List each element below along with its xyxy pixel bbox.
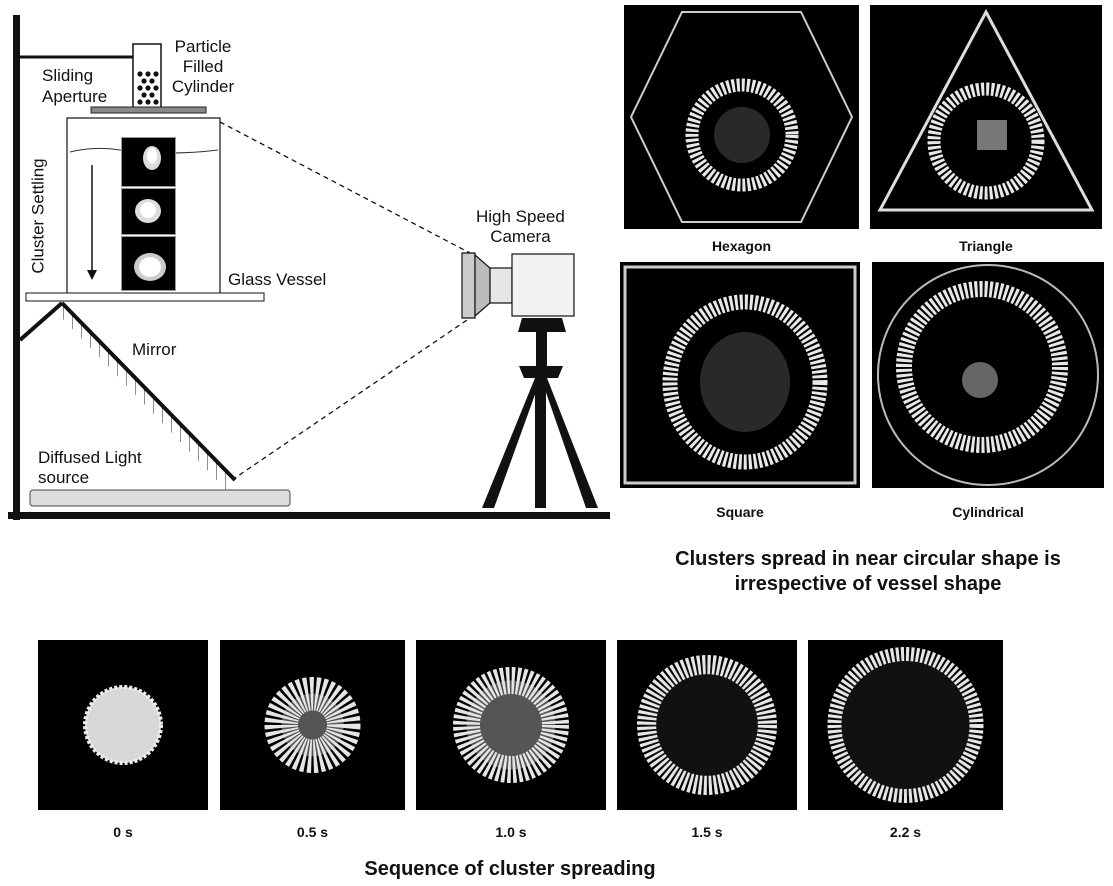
water-surface xyxy=(69,147,219,154)
mirror-label: Mirror xyxy=(132,340,177,359)
cluster-ring xyxy=(264,677,361,773)
mirror xyxy=(60,301,237,482)
high-speed-camera xyxy=(461,252,575,319)
sequence-frame xyxy=(416,640,606,810)
sequence-time-label: 0 s xyxy=(113,824,133,840)
triangle-panel xyxy=(870,5,1102,229)
sequence-frame xyxy=(808,640,1003,810)
glass-vessel-label: Glass Vessel xyxy=(228,270,327,289)
panel-caption: Triangle xyxy=(959,238,1013,254)
particle-cylinder xyxy=(132,43,162,109)
sliding-aperture xyxy=(90,106,207,114)
view-line-top xyxy=(219,121,471,254)
square-vessel-outline xyxy=(623,265,857,485)
panel-caption: Square xyxy=(716,504,764,520)
base-plate xyxy=(8,512,610,519)
cluster-ring xyxy=(896,281,1068,453)
mirror-support xyxy=(18,301,64,342)
triangle-vessel-outline xyxy=(877,8,1095,212)
cluster-ring xyxy=(83,685,163,765)
particle-cylinder-label: Particle Filled Cylinder xyxy=(171,37,235,96)
sequence-time-label: 1.5 s xyxy=(691,824,723,840)
view-line-bottom xyxy=(231,317,471,481)
square-panel xyxy=(620,262,860,488)
vessel-shape-conclusion: Clusters spread in near circular shape i… xyxy=(675,548,1061,595)
vessel-frame-1 xyxy=(121,137,176,187)
panel-caption: Hexagon xyxy=(711,238,772,254)
vessel-frame-2 xyxy=(121,188,176,235)
settling-arrowhead xyxy=(87,270,97,280)
cylindrical-panel xyxy=(872,262,1104,488)
tripod xyxy=(482,318,598,508)
hexagon-vessel-outline xyxy=(629,11,854,223)
cluster-ring xyxy=(453,667,569,783)
sequence-time-label: 1.0 s xyxy=(495,824,527,840)
sequence-frame xyxy=(38,640,208,810)
panel-caption: Cylindrical xyxy=(952,504,1024,520)
light-source-label: Diffused Light source xyxy=(38,448,142,487)
aperture-label: Sliding Aperture xyxy=(42,66,108,106)
mirror-hatching xyxy=(56,303,234,490)
sequence-title: Sequence of cluster spreading xyxy=(364,858,656,880)
sequence-frame xyxy=(220,640,405,810)
stand-pole xyxy=(13,15,20,520)
hexagon-panel xyxy=(624,5,859,229)
vessel-frame-3 xyxy=(121,236,176,291)
cluster-settling-label: Cluster Settling xyxy=(28,158,48,274)
cluster-ring xyxy=(685,78,799,192)
vessel-shelf xyxy=(25,292,265,302)
camera-label: High Speed Camera xyxy=(476,207,565,246)
sequence-time-label: 2.2 s xyxy=(889,824,922,840)
sequence-frame xyxy=(617,640,797,810)
cluster-ring xyxy=(662,294,828,470)
cylindrical-vessel-outline xyxy=(877,264,1099,486)
cluster-ring xyxy=(827,647,984,803)
cluster-ring xyxy=(636,654,778,796)
cluster-ring xyxy=(927,82,1045,200)
sequence-time-label: 0.5 s xyxy=(296,824,329,840)
diffused-light-source xyxy=(29,489,291,507)
